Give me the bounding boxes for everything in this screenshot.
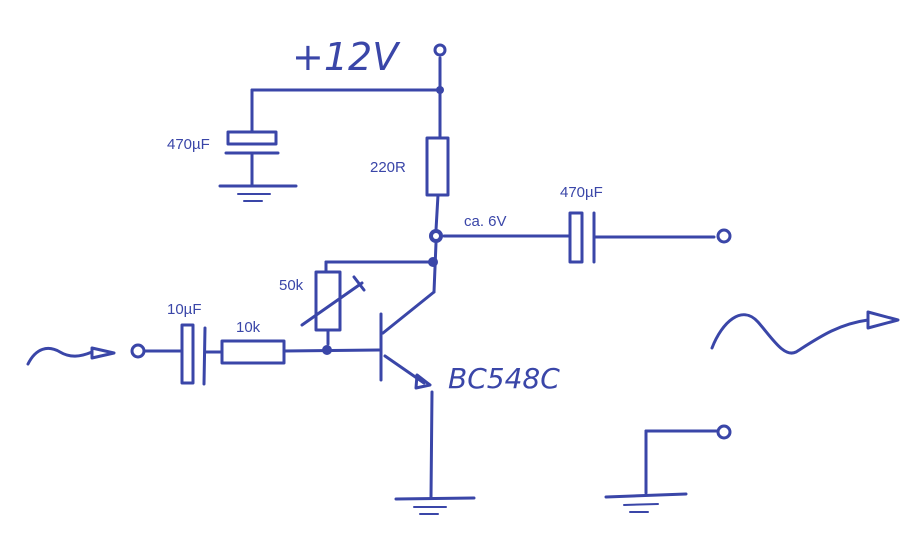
ground-symbol-emitter (394, 496, 476, 515)
supply-label: +12V (292, 35, 401, 79)
input-terminal (130, 343, 146, 359)
output-terminal (716, 228, 732, 244)
input-capacitor (180, 323, 224, 386)
supply-capacitor (224, 130, 280, 188)
collector-resistor-label: 220R (370, 159, 406, 176)
input-capacitor-label: 10µF (167, 301, 202, 318)
input-resistor-label: 10k (236, 319, 261, 336)
collector-lead (324, 241, 438, 294)
bias-trimmer (300, 270, 366, 346)
collector-resistor (425, 88, 450, 232)
ground-symbol-output (604, 492, 688, 513)
output-ground-lead (644, 429, 720, 495)
input-waveform-icon (26, 346, 116, 366)
output-waveform-icon (710, 310, 900, 355)
input-resistor (220, 339, 381, 365)
ground-symbol-supply-cap (218, 184, 298, 202)
output-capacitor (442, 211, 716, 264)
collector-voltage-label: ca. 6V (464, 213, 507, 230)
bias-trimmer-label: 50k (279, 277, 304, 294)
supply-capacitor-label: 470µF (167, 136, 210, 153)
collector-node (429, 229, 443, 243)
transistor-label: BC548C (448, 362, 560, 395)
output-ground-terminal (716, 424, 732, 440)
supply-terminal (433, 43, 447, 57)
output-capacitor-label: 470µF (560, 184, 603, 201)
transistor-symbol (379, 290, 436, 499)
